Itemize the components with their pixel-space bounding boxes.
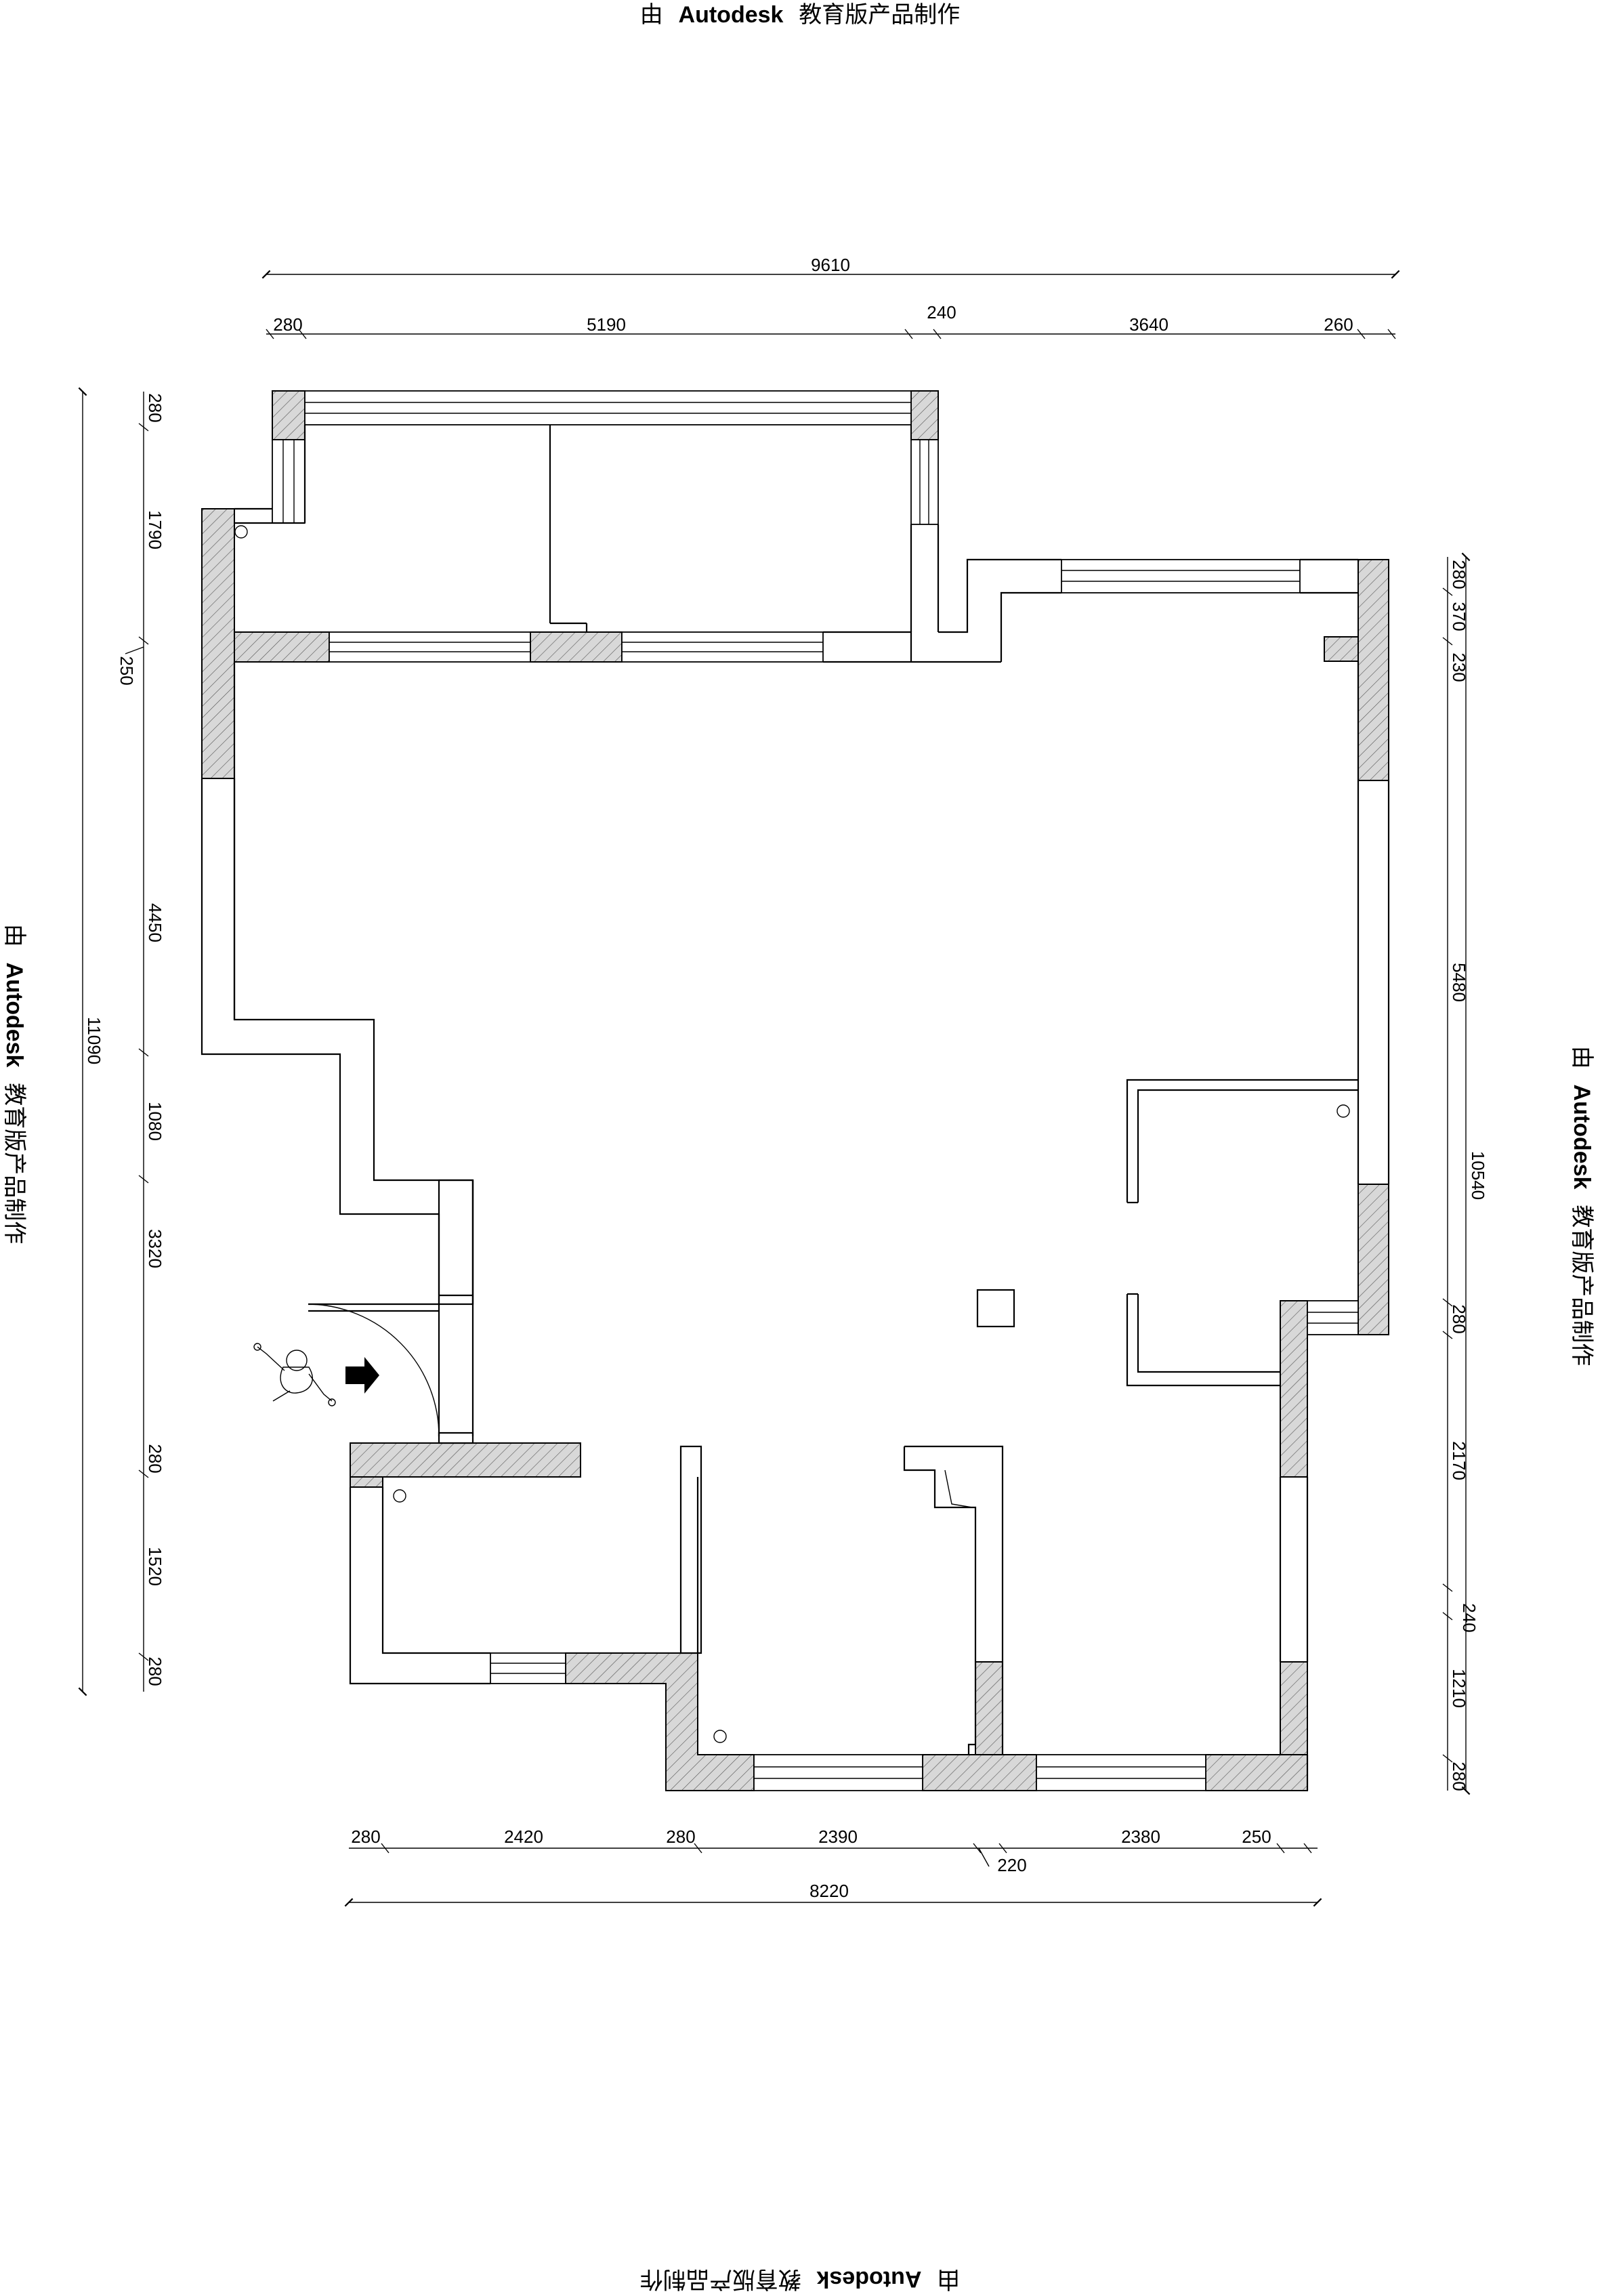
dim-left-1: 1790 xyxy=(145,510,165,549)
watermark-brand-right: Autodesk xyxy=(1569,1085,1595,1190)
dim-left-0: 280 xyxy=(145,393,165,422)
dim-bottom-3: 2390 xyxy=(818,1827,858,1847)
watermark-brand: Autodesk xyxy=(679,2,784,28)
dim-top-3: 3640 xyxy=(1129,314,1169,335)
dim-top-2: 240 xyxy=(927,302,956,322)
svg-text:由 Autodesk 教育版产品制作: 由 Autodesk 教育版产品制作 xyxy=(1568,1046,1595,1366)
dim-right-2: 230 xyxy=(1449,652,1469,682)
wall-outlines xyxy=(201,390,1390,1791)
watermark-right: 由 Autodesk 教育版产品制作 xyxy=(1568,1046,1595,1366)
dim-right-1: 370 xyxy=(1449,602,1469,631)
structural-walls xyxy=(201,390,1389,1791)
watermark-top: 由 Autodesk 教育版产品制作 xyxy=(640,1,961,28)
dim-left-3: 4450 xyxy=(145,903,165,942)
svg-text:由 Autodesk 教育版产品制作: 由 Autodesk 教育版产品制作 xyxy=(1,924,28,1245)
svg-text:由 Autodesk 教育版产品制作: 由 Autodesk 教育版产品制作 xyxy=(640,2266,961,2293)
dim-top-0: 280 xyxy=(273,314,302,335)
watermark-prefix-bottom: 由 xyxy=(937,2266,960,2293)
dim-right-6: 240 xyxy=(1459,1603,1479,1632)
watermark-prefix-right: 由 xyxy=(1568,1046,1595,1069)
watermark-left: 由 Autodesk 教育版产品制作 xyxy=(1,924,28,1245)
dim-right-7: 1210 xyxy=(1449,1669,1469,1708)
dim-left-4: 1080 xyxy=(145,1102,165,1141)
person-walking-icon xyxy=(253,1343,336,1406)
dim-bottom-5: 250 xyxy=(1242,1827,1271,1847)
dim-bottom-extra: 220 xyxy=(997,1855,1026,1875)
watermark-suffix: 教育版产品制作 xyxy=(799,1,960,28)
svg-text:由 Autodesk 教育版产品制作: 由 Autodesk 教育版产品制作 xyxy=(640,1,961,28)
watermark-brand-left: Autodesk xyxy=(1,963,27,1068)
dim-left-5: 3320 xyxy=(145,1229,165,1268)
dim-left-7: 1520 xyxy=(145,1547,165,1586)
dim-bottom-total: 8220 xyxy=(809,1881,849,1901)
dim-right-8: 280 xyxy=(1449,1761,1469,1791)
watermark-suffix-bottom: 教育版产品制作 xyxy=(640,2266,801,2293)
dim-right-0: 280 xyxy=(1449,560,1469,589)
arrow-right-icon xyxy=(345,1357,379,1394)
dimension-lines xyxy=(78,270,1471,1907)
dim-bottom-2: 280 xyxy=(666,1827,695,1847)
dim-left-6: 280 xyxy=(145,1444,165,1473)
dim-left-total: 11090 xyxy=(84,1017,104,1064)
dim-bottom-4: 2380 xyxy=(1121,1827,1160,1847)
dim-right-4: 280 xyxy=(1449,1304,1469,1333)
dim-top-1: 5190 xyxy=(587,314,626,335)
watermark-bottom: 由 Autodesk 教育版产品制作 xyxy=(640,2266,961,2293)
dim-right-5: 2170 xyxy=(1449,1441,1469,1480)
watermark-brand-bottom: Autodesk xyxy=(816,2266,921,2292)
dimension-labels: 9610 280 5190 240 3640 260 280 2420 280 … xyxy=(84,255,1488,1901)
dim-top-4: 260 xyxy=(1324,314,1353,335)
dim-bottom-0: 280 xyxy=(351,1827,380,1847)
watermark-suffix-left: 教育版产品制作 xyxy=(1,1083,28,1244)
dim-bottom-1: 2420 xyxy=(504,1827,543,1847)
dim-top-total: 9610 xyxy=(811,255,850,275)
dim-right-3: 5480 xyxy=(1449,963,1469,1002)
dim-left-8: 280 xyxy=(145,1656,165,1686)
watermark-prefix-left: 由 xyxy=(1,924,28,947)
watermark-prefix: 由 xyxy=(640,1,663,28)
dim-left-2: 250 xyxy=(117,656,137,685)
dim-right-total: 10540 xyxy=(1468,1151,1488,1200)
watermark-suffix-right: 教育版产品制作 xyxy=(1568,1205,1595,1366)
